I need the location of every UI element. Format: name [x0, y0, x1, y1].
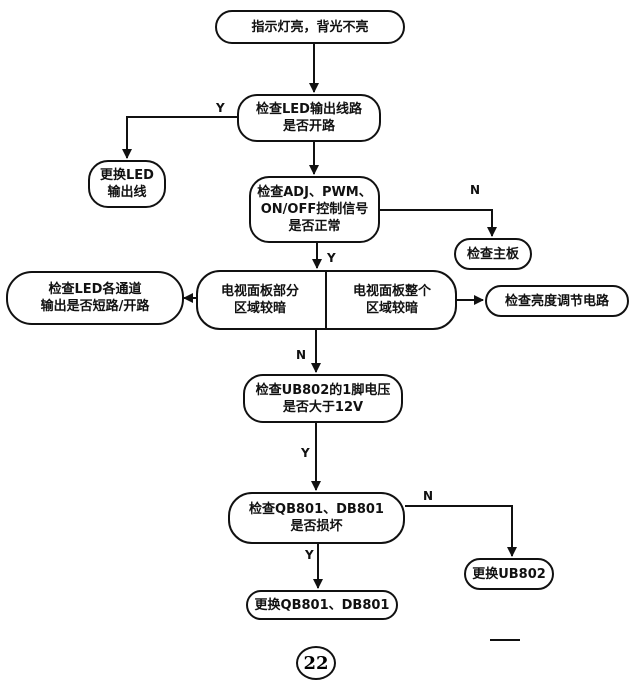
panel-divider	[325, 272, 327, 328]
node-check-qb801-db801: 检查QB801、DB801 是否损坏	[228, 492, 405, 544]
arrow-no-check-mainboard	[380, 209, 497, 237]
edge-label-no-1: N	[470, 183, 481, 197]
edge-label-no-2: N	[296, 348, 307, 362]
arrow-yes-replace-led-line	[122, 116, 237, 159]
node-start: 指示灯亮，背光不亮	[215, 10, 405, 44]
edge-label-yes-2: Y	[327, 251, 336, 265]
node-whole-dark: 电视面板整个 区域较暗	[352, 284, 431, 316]
arrow-no-replace-ub	[405, 505, 517, 557]
node-check-control-signal: 检查ADJ、PWM、 ON/OFF控制信号 是否正常	[249, 176, 380, 243]
node-check-led-channels: 检查LED各通道 输出是否短路/开路	[6, 271, 184, 325]
node-replace-qb801-db801: 更换QB801、DB801	[246, 590, 398, 620]
edge-label-no-3: N	[423, 489, 434, 503]
node-replace-led-line: 更换LED 输出线	[88, 160, 166, 208]
edge-label-yes-1: Y	[216, 101, 225, 115]
node-check-led-line: 检查LED输出线路 是否开路	[237, 94, 381, 142]
edge-label-yes-3: Y	[301, 446, 310, 460]
node-check-brightness: 检查亮度调节电路	[485, 285, 629, 317]
edge-label-yes-4: Y	[305, 548, 314, 562]
node-check-mainboard: 检查主板	[454, 238, 532, 270]
node-partial-dark: 电视面板部分 区域较暗	[220, 284, 299, 316]
node-check-ub802-voltage: 检查UB802的1脚电压 是否大于12V	[243, 374, 403, 423]
page-number: 22	[296, 646, 336, 680]
node-replace-ub802: 更换UB802	[464, 558, 554, 590]
